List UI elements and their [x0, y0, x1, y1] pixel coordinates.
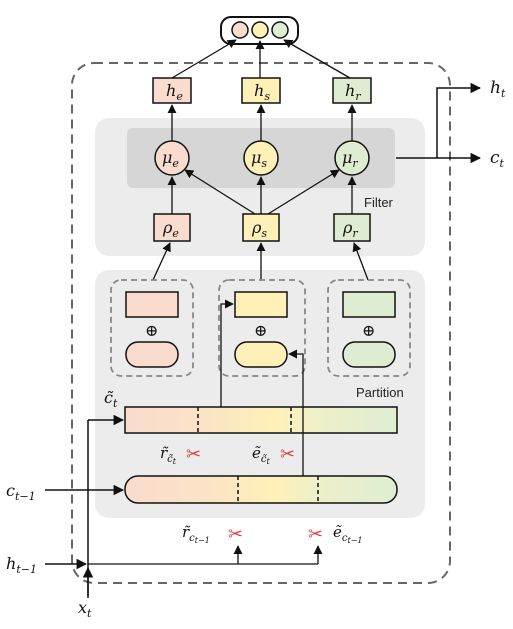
- label-h-e: he: [166, 81, 183, 103]
- box-h-e: [152, 77, 192, 104]
- scissors-icon-r-prev: ✂: [228, 524, 243, 545]
- arrow-rhos-mue: [184, 169, 256, 215]
- label-r-tilde-prev: r̃ct−1: [182, 523, 210, 545]
- label-r-tilde-ct: r̃c̃t: [160, 444, 177, 466]
- arrow-ht-out: [436, 82, 482, 158]
- output-node-s: [251, 21, 269, 39]
- group-r: [327, 279, 411, 377]
- partition-label: Partition: [356, 385, 404, 400]
- group-s-rect: [234, 291, 288, 318]
- arrow-he-out: [171, 39, 237, 79]
- arrow-cprev-s-pill: [288, 349, 304, 476]
- group-e-plus: ⊕: [145, 321, 158, 340]
- arrow-hr-out: [283, 39, 351, 79]
- box-rho-r: [333, 213, 371, 242]
- arrow-rhos-mur: [267, 169, 340, 215]
- group-e: [110, 279, 194, 377]
- node-mu-r: [334, 140, 370, 176]
- scissors-icon-e-prev: ✂: [308, 524, 323, 545]
- label-rho-s: ρs: [251, 218, 267, 240]
- output-node-r: [271, 21, 289, 39]
- label-h-r: hr: [345, 81, 361, 103]
- box-rho-s: [242, 213, 280, 242]
- group-s-plus: ⊕: [254, 321, 267, 340]
- group-s-pill: [234, 341, 288, 368]
- scissors-icon-r-ct: ✂: [186, 444, 201, 465]
- c-prev-bar: [124, 475, 398, 504]
- label-h-s: hs: [254, 81, 270, 103]
- label-mu-e: μe: [162, 148, 179, 170]
- partition-panel: [95, 270, 425, 518]
- group-r-rect: [342, 291, 396, 318]
- filter-label: Filter: [364, 195, 394, 210]
- arrow-ctilde-s-rect: [220, 299, 234, 407]
- label-c-tilde: c̃t: [104, 388, 118, 410]
- node-mu-e: [154, 140, 190, 176]
- cell-boundary: [71, 62, 451, 584]
- output-node-e: [231, 21, 249, 39]
- group-e-pill: [125, 341, 179, 368]
- box-rho-e: [153, 213, 191, 242]
- label-e-tilde-prev: ẽct−1: [333, 523, 363, 545]
- label-mu-r: μr: [342, 148, 358, 170]
- label-rho-e: ρe: [162, 218, 179, 240]
- arrow-group-e-rho: [152, 242, 171, 281]
- box-h-s: [241, 77, 281, 104]
- group-e-rect: [125, 291, 179, 318]
- c-tilde-bar: [124, 406, 398, 434]
- label-mu-s: μs: [251, 148, 267, 170]
- node-mu-s: [243, 140, 279, 176]
- group-s: [218, 279, 306, 377]
- scissors-icon-e-ct: ✂: [280, 444, 295, 465]
- box-h-r: [332, 77, 372, 104]
- group-r-plus: ⊕: [362, 321, 375, 340]
- label-rho-r: ρr: [342, 218, 358, 240]
- label-h-t: ht: [490, 78, 506, 100]
- label-h-prev: ht−1: [6, 554, 37, 576]
- arrow-group-r-rho: [352, 242, 369, 281]
- label-c-prev: ct−1: [6, 481, 36, 503]
- group-r-pill: [342, 341, 396, 368]
- label-e-tilde-ct: ẽc̃t: [252, 444, 271, 466]
- label-x-t: xt: [78, 598, 92, 620]
- label-c-t: ct: [490, 148, 505, 170]
